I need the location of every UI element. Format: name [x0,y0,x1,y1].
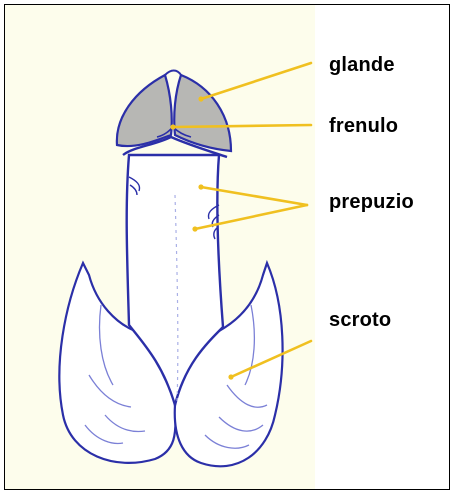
diagram-frame: glande frenulo prepuzio scroto [4,4,450,490]
label-scroto: scroto [329,309,391,332]
glans-right [174,75,231,151]
glans-left [117,75,172,146]
urethral-opening [165,71,181,76]
label-prepuzio: prepuzio [329,191,414,214]
illustration-area [5,5,315,489]
label-glande: glande [329,54,395,77]
label-frenulo: frenulo [329,115,398,138]
anatomy-illustration [5,5,315,489]
